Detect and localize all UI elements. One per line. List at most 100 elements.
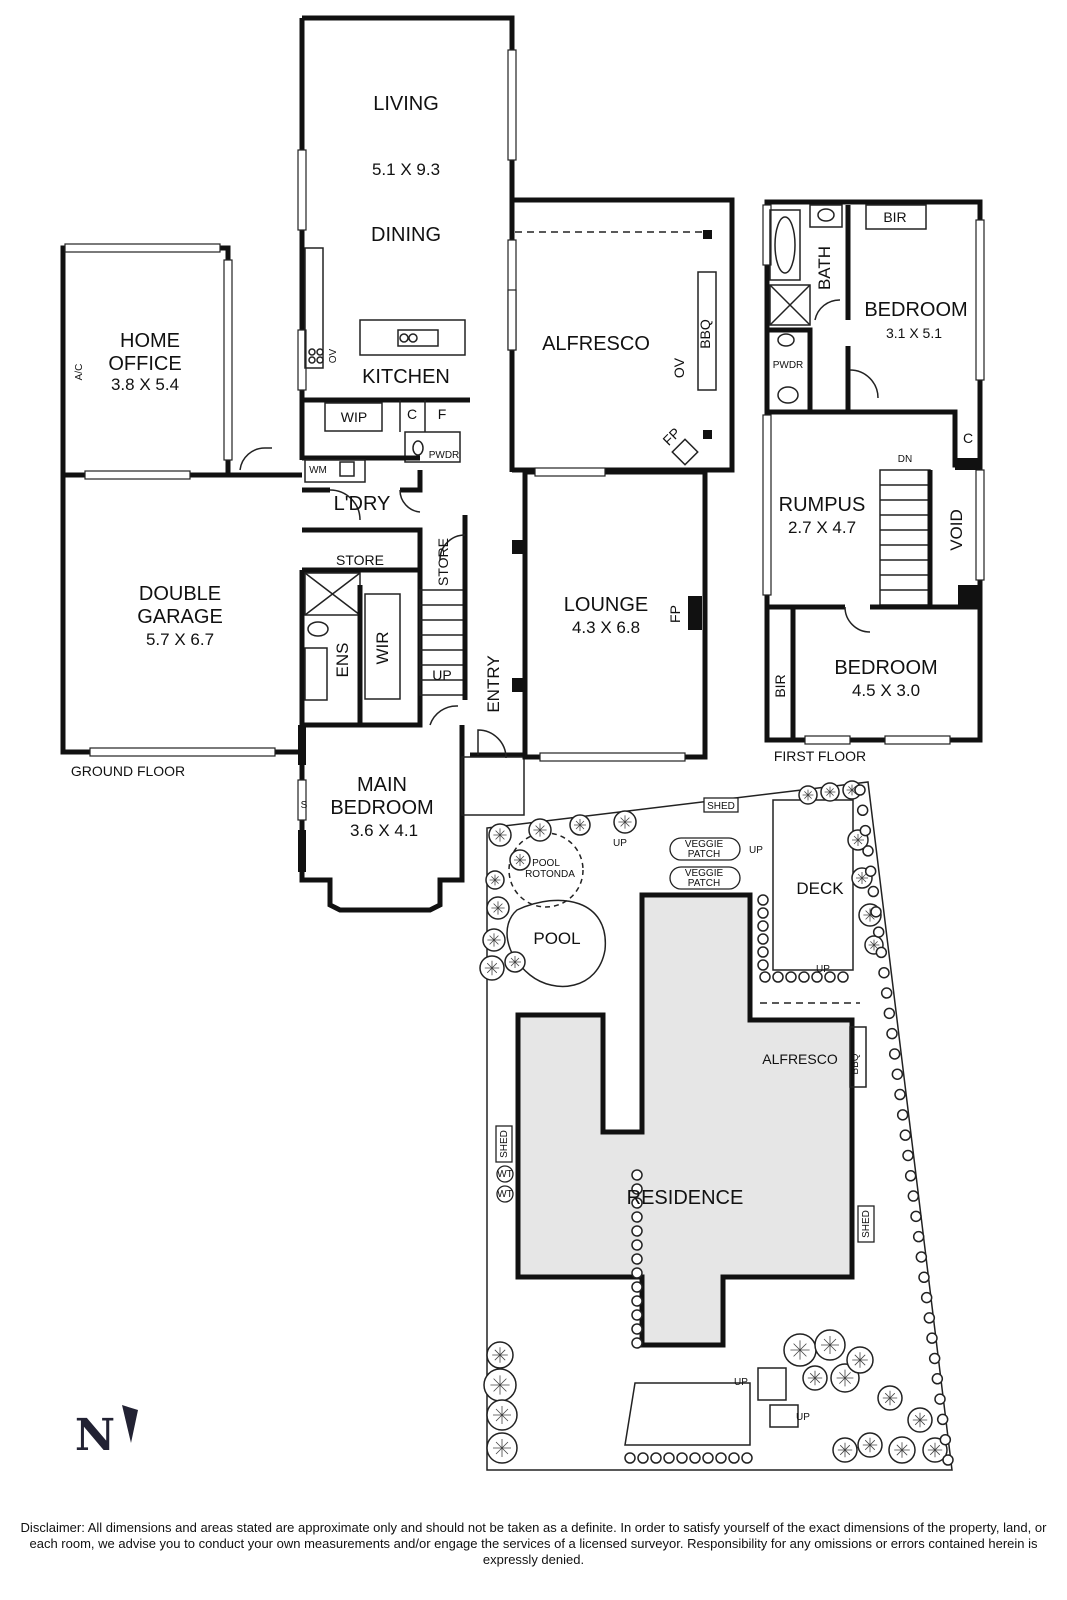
hedge-dot-icon <box>939 1433 952 1446</box>
veggie-patch-1b: PATCH <box>688 849 720 860</box>
hedge-dot-icon <box>631 1183 643 1195</box>
hedge-dot-icon <box>883 1007 896 1020</box>
hedge-dot-icon <box>702 1452 714 1464</box>
tree-detail <box>489 874 501 886</box>
hedge-dot-icon <box>936 1413 949 1426</box>
hedge-dot-icon <box>896 1109 909 1121</box>
ground-floor-label: GROUND FLOOR <box>71 763 185 779</box>
lounge-size: 4.3 X 6.8 <box>572 618 640 637</box>
site-up-label-3: UP <box>816 964 830 975</box>
tree-detail <box>807 1370 823 1386</box>
ensuite-label: ENS <box>333 643 352 678</box>
hedge-dot-icon <box>741 1452 753 1464</box>
void-label: VOID <box>947 509 966 551</box>
hedge-dot-icon <box>715 1452 727 1464</box>
main-bedroom-label-2: BEDROOM <box>330 797 433 819</box>
north-letter: N <box>75 1410 115 1461</box>
site-alfresco-label: ALFRESCO <box>762 1051 838 1067</box>
site-bbq-label: BBQ <box>850 1053 861 1074</box>
first-c-label: C <box>963 430 973 446</box>
store-label-v: STORE <box>435 538 451 586</box>
tree-detail <box>927 1442 943 1458</box>
tree-detail <box>894 1442 910 1458</box>
ground-floor-plan <box>60 15 735 913</box>
hedge-dot-icon <box>631 1337 643 1349</box>
bedroom1-label: BEDROOM <box>864 299 967 321</box>
tree-detail <box>912 1412 928 1428</box>
bedroom2-label: BEDROOM <box>834 657 937 679</box>
hedge-dot-icon <box>631 1267 643 1279</box>
hedge-dot-icon <box>728 1452 740 1464</box>
hedge-dot-icon <box>942 1454 954 1466</box>
s-label: S <box>301 800 308 811</box>
dining-label: DINING <box>371 224 441 246</box>
hedge-dot-icon <box>757 946 769 958</box>
tree-detail <box>492 1347 508 1363</box>
bbq-label: BBQ <box>697 319 713 349</box>
hedge-dot-icon <box>875 946 888 959</box>
water-tank-label-2: WT <box>497 1189 513 1200</box>
hedge-dot-icon <box>862 845 874 857</box>
veggie-patch-1a: VEGGIE <box>685 839 724 850</box>
hedge-dot-icon <box>757 894 769 906</box>
garage-size: 5.7 X 6.7 <box>146 630 214 649</box>
entry-label: ENTRY <box>484 655 503 712</box>
tree-detail <box>490 1375 510 1395</box>
tree-detail <box>856 872 868 884</box>
hedge-dot-icon <box>757 933 769 945</box>
hedge-dot-icon <box>663 1452 675 1464</box>
hedge-dot-icon <box>689 1452 701 1464</box>
hedge-dot-icon <box>759 971 771 983</box>
lounge-label: LOUNGE <box>564 594 648 616</box>
tree-detail <box>837 1442 853 1458</box>
kitchen-label: KITCHEN <box>362 366 450 388</box>
hedge-dot-icon <box>631 1253 643 1265</box>
hedge-dot-icon <box>631 1239 643 1251</box>
hedge-dot-icon <box>859 824 872 837</box>
pool-rotonda-label-2: ROTONDA <box>525 869 575 880</box>
tree-detail <box>487 933 501 947</box>
shed-left-label: SHED <box>499 1130 510 1158</box>
wm-label: WM <box>309 465 327 476</box>
hedge-dot-icon <box>878 966 890 979</box>
rumpus-label: RUMPUS <box>779 494 866 516</box>
tree-detail <box>493 828 507 842</box>
hedge-dot-icon <box>902 1149 914 1162</box>
hedge-dot-icon <box>798 971 810 983</box>
tree-detail <box>824 786 836 798</box>
hedge-dot-icon <box>631 1225 643 1237</box>
pool-label: POOL <box>533 929 580 948</box>
hedge-dot-icon <box>837 971 849 983</box>
oven-label: OV <box>328 348 339 363</box>
hedge-dot-icon <box>864 865 877 877</box>
alfresco-label: ALFRESCO <box>542 333 650 355</box>
tree-detail <box>802 789 814 801</box>
hedge-dot-icon <box>926 1332 938 1344</box>
hedge-dot-icon <box>631 1281 643 1293</box>
stair-up-label: UP <box>432 667 451 683</box>
shed-right-label: SHED <box>861 1210 872 1238</box>
pwdr-label: PWDR <box>429 450 460 461</box>
hedge-dot-icon <box>772 971 784 983</box>
site-labels: SHED POOL ROTONDA UP VEGGIE PATCH VEGGIE… <box>497 801 872 1423</box>
main-bedroom-label-1: MAIN <box>357 774 407 796</box>
tree-detail <box>493 1406 511 1424</box>
hedge-dot-icon <box>870 906 882 918</box>
store-label-h: STORE <box>336 552 384 568</box>
hedge-dot-icon <box>676 1452 688 1464</box>
site-up-label-1: UP <box>613 838 627 849</box>
first-floor-plan <box>762 199 985 745</box>
tree-detail <box>491 901 505 915</box>
tree-detail <box>618 815 632 829</box>
hedge-dot-icon <box>811 971 823 983</box>
hedge-dot-icon <box>785 971 797 983</box>
bir-top-label: BIR <box>883 209 906 225</box>
tree-detail <box>509 956 521 968</box>
living-size: 5.1 X 9.3 <box>372 160 440 179</box>
tree-detail <box>846 784 858 796</box>
hedge-dot-icon <box>867 885 880 898</box>
hedge-dot-icon <box>631 1197 643 1209</box>
hedge-dot-icon <box>904 1170 917 1182</box>
f-label: F <box>438 406 447 422</box>
